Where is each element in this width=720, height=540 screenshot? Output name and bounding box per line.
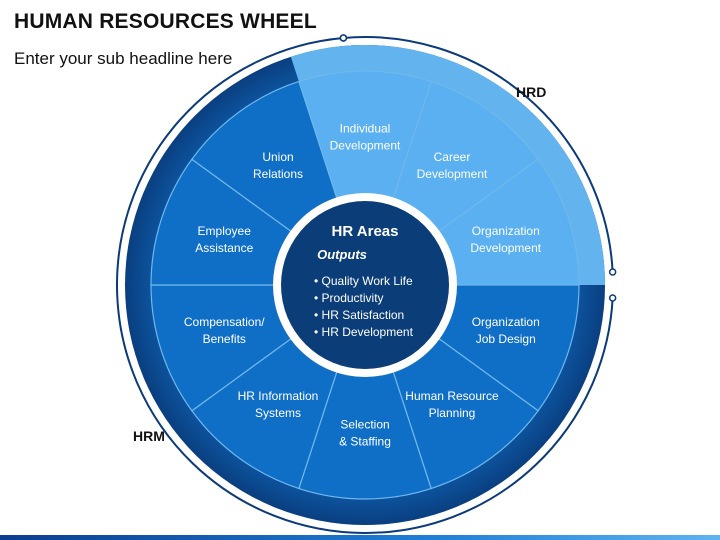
outer-arc-layer	[116, 34, 617, 534]
segment-label-line: Individual	[340, 122, 391, 136]
center-bullet: • Productivity	[314, 291, 384, 305]
segment-label-line: Relations	[253, 167, 303, 181]
hrm-label: HRM	[133, 428, 165, 444]
segment-label: Selection & Staffing	[339, 418, 391, 449]
segment-label-line: Union	[262, 150, 293, 164]
segment-label-line: Human Resource	[405, 389, 499, 403]
hrd-ring-band	[290, 44, 605, 285]
hrd-label: HRD	[516, 84, 547, 100]
segment-label-line: Selection	[340, 418, 389, 432]
segment-label-line: Organization	[472, 315, 540, 329]
segment-label: Compensation/Benefits	[184, 315, 265, 346]
center-title: HR Areas	[332, 223, 399, 240]
page-subtitle: Enter your sub headline here	[14, 49, 233, 68]
hrd-outer-arc	[343, 36, 614, 273]
segment-label-line: Organization	[472, 224, 540, 238]
segment-label-line: Compensation/	[184, 315, 265, 329]
segment-label-line: Employee	[198, 224, 252, 238]
segment-label-line: Benefits	[203, 332, 246, 346]
center-bullet: • Quality Work Life	[314, 274, 413, 288]
segment-label-line: HR Information	[238, 389, 319, 403]
center-bullet-list: • Quality Work Life • Productivity • HR Sa…	[314, 274, 414, 339]
center-bullet: • HR Satisfaction	[314, 308, 404, 322]
center-bullet: • HR Development	[314, 325, 414, 339]
hrm-outer-arc	[116, 36, 614, 534]
bottom-accent-bar	[0, 535, 720, 540]
segment-label-line: Development	[330, 139, 401, 153]
arc-end-dot	[339, 34, 348, 42]
center-hub: HR Areas Outputs • Quality Work Life • Pr…	[273, 193, 457, 377]
segment-label-line: Development	[417, 167, 488, 181]
segment-label-line: Job Design	[476, 332, 536, 346]
segment-label-line: Systems	[255, 406, 301, 420]
segment-label-line: Development	[470, 241, 541, 255]
segment-label-line: & Staffing	[339, 435, 391, 449]
segment-label-line: Assistance	[195, 241, 253, 255]
center-subtitle: Outputs	[317, 247, 367, 262]
page-title: HUMAN RESOURCES WHEEL	[14, 10, 317, 33]
arc-end-dot	[608, 268, 617, 276]
segment-label-line: Planning	[429, 406, 476, 420]
arc-end-dot	[608, 294, 617, 302]
center-circle	[281, 201, 449, 369]
segment-label-line: Career	[434, 150, 471, 164]
